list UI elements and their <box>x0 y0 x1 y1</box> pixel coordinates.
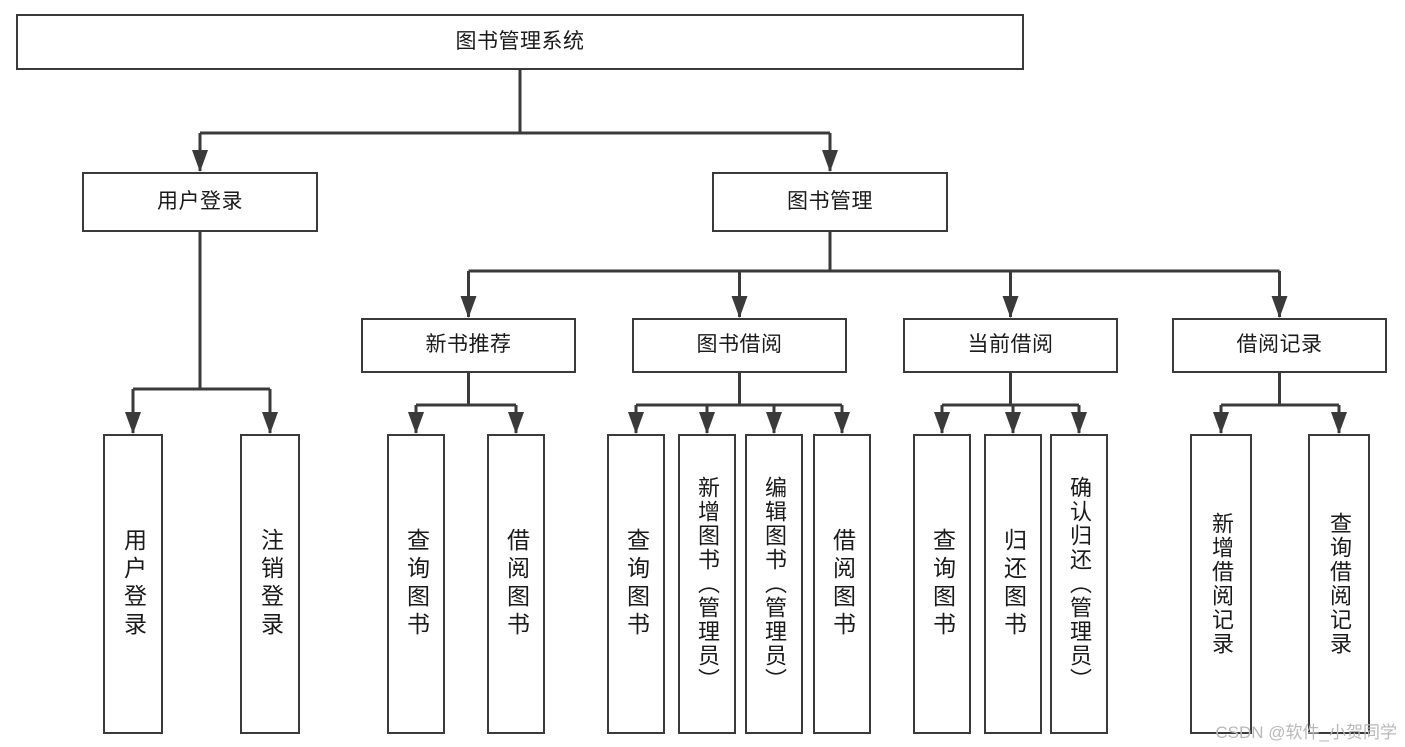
node-label: 图书管理 <box>787 189 873 213</box>
node-label: 图书借阅 <box>696 333 783 357</box>
node-leaf-return-book[interactable]: 归还图书 <box>984 434 1042 734</box>
node-label: 借阅图书 <box>503 528 530 640</box>
node-leaf-logout[interactable]: 注销登录 <box>240 434 300 734</box>
node-label: 查询借阅记录 <box>1327 512 1352 656</box>
node-root[interactable]: 图书管理系统 <box>16 14 1024 70</box>
node-label: 新书推荐 <box>425 333 512 357</box>
node-leaf-borrow-book[interactable]: 借阅图书 <box>813 434 871 734</box>
node-label: 新增借阅记录 <box>1209 512 1234 656</box>
node-leaf-borrow-book-rec[interactable]: 借阅图书 <box>487 434 545 734</box>
node-leaf-add-book[interactable]: 新增图书（管理员） <box>678 434 736 734</box>
node-borrow-record[interactable]: 借阅记录 <box>1172 318 1387 373</box>
node-leaf-confirm-return[interactable]: 确认归还（管理员） <box>1050 434 1108 734</box>
node-leaf-add-record[interactable]: 新增借阅记录 <box>1190 434 1252 734</box>
node-label: 借阅记录 <box>1236 333 1323 357</box>
node-label: 归还图书 <box>1000 528 1027 640</box>
node-book-manage[interactable]: 图书管理 <box>712 172 948 232</box>
node-leaf-query-book-borrow[interactable]: 查询图书 <box>607 434 665 734</box>
node-label: 注销登录 <box>257 528 284 640</box>
node-label: 当前借阅 <box>967 333 1054 357</box>
node-label: 用户登录 <box>157 189 243 213</box>
node-leaf-query-book-rec[interactable]: 查询图书 <box>387 434 445 734</box>
node-leaf-query-record[interactable]: 查询借阅记录 <box>1308 434 1370 734</box>
node-label: 新增图书（管理员） <box>695 476 720 692</box>
node-leaf-user-login[interactable]: 用户登录 <box>103 434 163 734</box>
node-label: 查询图书 <box>403 528 430 640</box>
node-label: 图书管理系统 <box>455 29 585 53</box>
node-book-borrow[interactable]: 图书借阅 <box>632 318 847 373</box>
node-leaf-edit-book[interactable]: 编辑图书（管理员） <box>745 434 803 734</box>
node-label: 借阅图书 <box>829 528 856 640</box>
node-label: 用户登录 <box>120 528 147 640</box>
watermark-text: CSDN @软件_小贺同学 <box>1215 723 1397 742</box>
node-current-borrow[interactable]: 当前借阅 <box>903 318 1118 373</box>
node-new-book-rec[interactable]: 新书推荐 <box>361 318 576 373</box>
node-label: 编辑图书（管理员） <box>762 476 787 692</box>
node-leaf-query-book-current[interactable]: 查询图书 <box>913 434 971 734</box>
node-label: 查询图书 <box>929 528 956 640</box>
node-label: 确认归还（管理员） <box>1067 476 1092 692</box>
node-user-login[interactable]: 用户登录 <box>82 172 318 232</box>
node-label: 查询图书 <box>623 528 650 640</box>
